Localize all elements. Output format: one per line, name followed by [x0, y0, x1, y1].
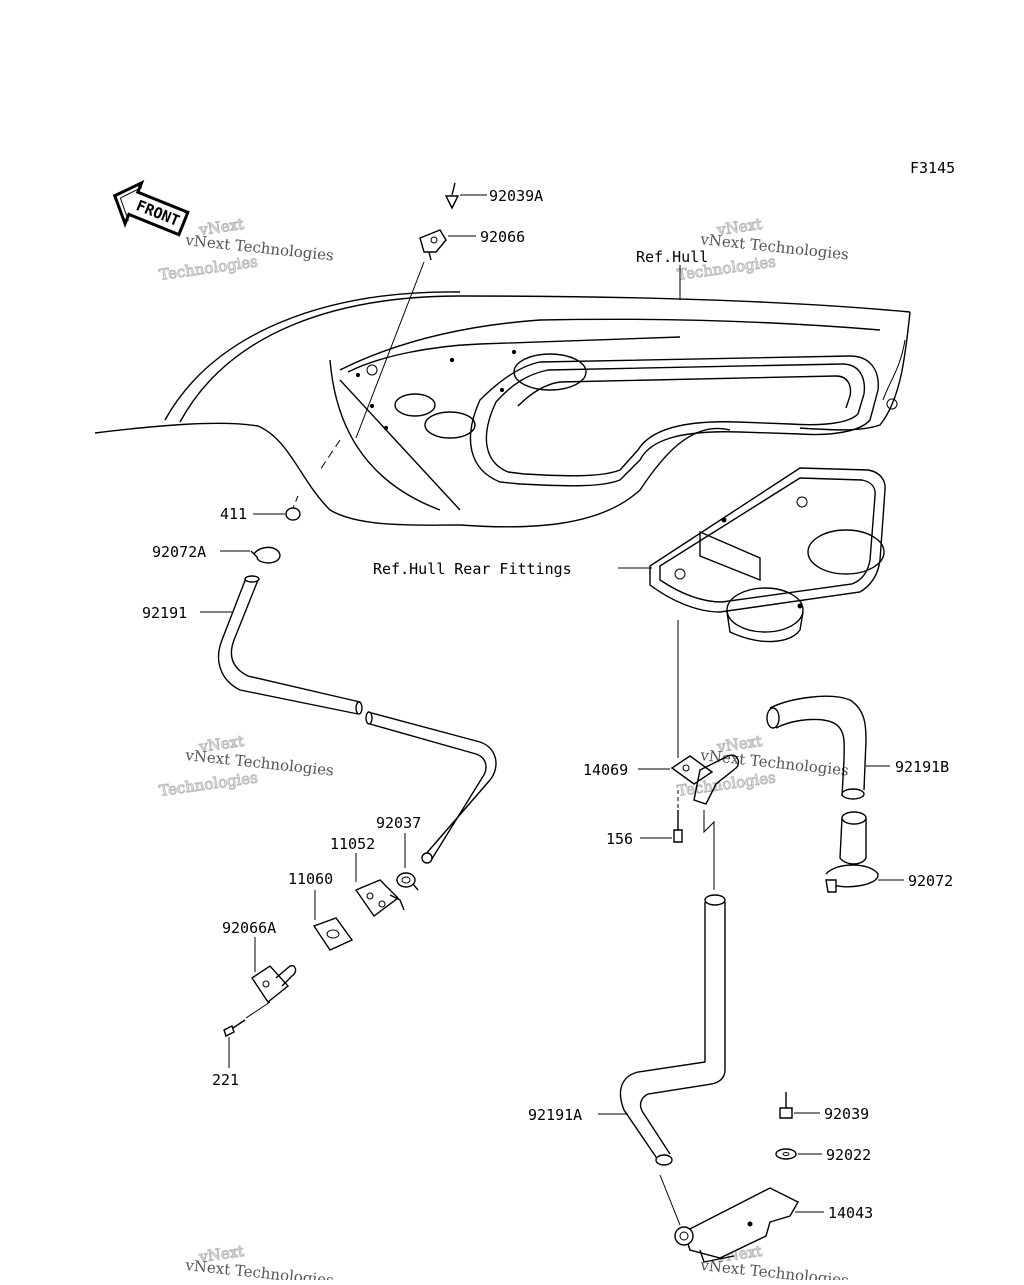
svg-text:vNext Technologies: vNext Technologies [699, 1256, 850, 1280]
hull-ref-label: Ref.Hull [636, 248, 708, 266]
label-11060: 11060 [288, 870, 333, 888]
grommet-411 [285, 439, 341, 521]
label-92191B: 92191B [895, 758, 949, 776]
label-92072: 92072 [908, 872, 953, 890]
washer-92022 [775, 1148, 797, 1160]
screw-221 [223, 1001, 271, 1068]
plate-11052 [354, 853, 405, 917]
fitting-92066 [419, 229, 447, 261]
watermark-top-left: vNext Technologies vNext Technologies [158, 214, 335, 284]
clamp-92072 [825, 864, 879, 893]
label-92072A: 92072A [152, 543, 206, 561]
front-arrow-icon: FRONT [112, 179, 190, 237]
rivet-92039 [779, 1092, 793, 1119]
figure-code: F3145 [910, 159, 955, 177]
label-156: 156 [606, 830, 633, 848]
clamp-92037 [396, 872, 419, 891]
hose-92191 [217, 575, 497, 864]
label-92022: 92022 [826, 1146, 871, 1164]
hull-drawing [94, 291, 911, 528]
hull-rear-fittings-drawing [649, 467, 886, 643]
label-92039A: 92039A [489, 187, 543, 205]
label-221: 221 [212, 1071, 239, 1089]
assembly-line-14069 [703, 810, 715, 890]
fitting-92066A [251, 937, 297, 1004]
label-92191: 92191 [142, 604, 187, 622]
hose-92191A [619, 894, 726, 1226]
svg-text:vNext Technologies: vNext Technologies [184, 1256, 335, 1280]
label-11052: 11052 [330, 835, 375, 853]
label-14043: 14043 [828, 1204, 873, 1222]
label-92191A: 92191A [528, 1106, 582, 1124]
watermark-middle-right: vNext Technologies vNext Technologies [676, 731, 850, 800]
hull-rear-fittings-label: Ref.Hull Rear Fittings [373, 560, 572, 578]
bracket-14043 [674, 1187, 799, 1263]
hose-92191B [766, 695, 867, 865]
label-14069: 14069 [583, 761, 628, 779]
bolt-156 [673, 790, 683, 843]
gasket-11060 [312, 890, 354, 951]
watermark-middle-left: vNext Technologies vNext Technologies [158, 731, 335, 800]
svg-text:Technologies: Technologies [158, 768, 259, 800]
clamp-92072A [250, 546, 281, 564]
label-92037: 92037 [376, 814, 421, 832]
label-411: 411 [220, 505, 247, 523]
label-92039: 92039 [824, 1105, 869, 1123]
rivet-92039A [444, 182, 460, 210]
svg-text:Technologies: Technologies [158, 252, 259, 284]
label-92066: 92066 [480, 228, 525, 246]
watermark-bottom-left: vNext vNext Technologies [184, 1241, 335, 1285]
assembly-line-92066 [355, 261, 425, 439]
label-92066A: 92066A [222, 919, 276, 937]
fitting-14069 [670, 620, 740, 805]
